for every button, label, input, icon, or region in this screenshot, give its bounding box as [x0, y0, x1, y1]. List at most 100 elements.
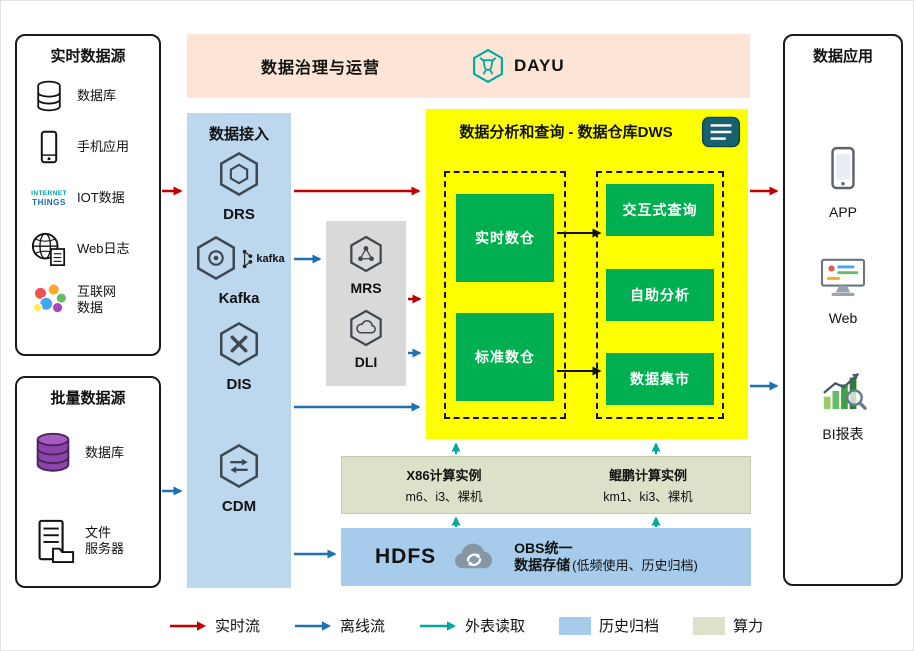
database-purple-icon [30, 430, 76, 476]
legend-offline-flow: 离线流 [294, 615, 385, 636]
hdfs-label: HDFS [375, 545, 437, 568]
realtime-sources-panel: 实时数据源 数据库 [15, 34, 161, 356]
service-label: CDM [221, 498, 257, 515]
blue-arrow-icon [295, 620, 332, 631]
interactive-query-box: 交互式查询 [606, 184, 714, 236]
legend-label: 实时流 [215, 618, 261, 635]
kafka-logo-text: kafka [256, 253, 285, 265]
service-label: DLI [354, 354, 378, 370]
kafka-logo-icon [243, 249, 253, 269]
source-label: 数据库 [85, 444, 125, 460]
x86-compute-group: X86计算实例 m6、i3、裸机 [342, 457, 546, 513]
dws-service-label: 自助分析 [630, 287, 690, 303]
iot-icon: INTERNET THINGS [30, 179, 68, 217]
legend: 实时流 离线流 外表读取 历史归档 算力 [169, 615, 763, 636]
service-group-frame [596, 171, 724, 419]
standard-warehouse-box: 标准数仓 [456, 313, 554, 401]
iot-icon-text: THINGS [32, 197, 66, 207]
dws-box: 数据分析和查询 - 数据仓库DWS 实时数仓 标准数仓 交互式查询 自助分析 数… [426, 109, 748, 439]
source-label: IOT数据 [77, 189, 125, 205]
service-cdm: CDM [187, 443, 291, 515]
phone-icon [30, 128, 68, 166]
source-label: 手机应用 [77, 138, 130, 154]
web-log-icon [30, 230, 68, 268]
service-dli: DLI [326, 309, 406, 370]
drs-icon [216, 151, 262, 202]
legend-label: 算力 [733, 618, 764, 635]
warehouse-group-frame [444, 171, 566, 419]
legend-realtime-flow: 实时流 [169, 615, 260, 636]
realtime-sources-list: 数据库 手机应用 INTERNET THINGS IOT数据 [17, 77, 159, 319]
mrs-icon [347, 235, 385, 278]
teal-arrow-icon [420, 620, 457, 631]
kunpeng-compute-group: 鲲鹏计算实例 km1、ki3、裸机 [546, 457, 750, 513]
dws-service-label: 数据集市 [630, 371, 690, 387]
file-server-icon [30, 518, 76, 564]
obs-note: (低频使用、历史归档) [572, 558, 698, 573]
batch-sources-list: 数据库 文件 服务器 [17, 430, 159, 564]
realtime-sources-title: 实时数据源 [50, 48, 126, 65]
source-database-batch: 数据库 [30, 430, 159, 476]
realtime-warehouse-box: 实时数仓 [456, 194, 554, 282]
source-database: 数据库 [30, 77, 159, 115]
dayu-wordmark: DAYU [514, 56, 565, 75]
dws-service-label: 交互式查询 [622, 202, 698, 218]
legend-compute-power: 算力 [693, 615, 763, 636]
compute-group-title: 鲲鹏计算实例 [608, 468, 687, 483]
obs-title-line1: OBS统一 [514, 540, 573, 557]
batch-sources-title: 批量数据源 [50, 390, 126, 407]
dayu-logo: DAYU [470, 48, 565, 84]
app-label: APP [828, 204, 857, 220]
data-mart-box: 数据集市 [606, 353, 714, 405]
dayu-hexagon-icon [473, 48, 503, 84]
middleware-box: MRS DLI [326, 221, 406, 386]
source-label: 文件 服务器 [85, 524, 125, 556]
iot-icon-text: INTERNET [31, 189, 67, 197]
app-item-app: APP [785, 146, 901, 220]
source-label: 数据库 [77, 87, 117, 103]
dws-document-icon [701, 116, 741, 153]
batch-sources-panel: 批量数据源 数据库 [15, 376, 161, 588]
service-mrs: MRS [326, 235, 406, 296]
source-iot: INTERNET THINGS IOT数据 [30, 179, 159, 217]
app-phone-icon [824, 146, 862, 197]
source-label: 互联网 数据 [77, 283, 117, 315]
legend-label: 历史归档 [599, 618, 660, 635]
source-internet-data: 互联网 数据 [30, 281, 159, 319]
service-label: DRS [223, 206, 255, 223]
app-item-bi: BI报表 [785, 368, 901, 444]
warehouse-label: 标准数仓 [475, 349, 535, 365]
legend-label: 离线流 [340, 618, 386, 635]
app-item-web: Web [785, 256, 901, 326]
storage-box: HDFS OBS统一 数据存储 (低频使用、历史归档) [341, 528, 751, 586]
obs-cloud-icon [450, 536, 500, 579]
service-drs: DRS [187, 151, 291, 223]
kafka-wordmark: kafka [241, 247, 285, 271]
kafka-icon [193, 235, 239, 286]
dws-title: 数据分析和查询 - 数据仓库DWS [459, 124, 673, 141]
app-label: BI报表 [822, 426, 864, 442]
dis-icon [216, 321, 262, 372]
governance-title: 数据治理与运营 [261, 60, 381, 77]
bi-report-icon [819, 368, 867, 417]
internet-data-icon [30, 281, 68, 319]
web-monitor-icon [819, 256, 867, 303]
database-icon [30, 77, 68, 115]
obs-title-line2: 数据存储 [514, 557, 571, 573]
archive-swatch [559, 616, 592, 635]
legend-external-read: 外表读取 [419, 615, 525, 636]
cdm-icon [216, 443, 262, 494]
red-arrow-icon [170, 620, 206, 631]
legend-history-archive: 历史归档 [559, 615, 659, 636]
self-service-analysis-box: 自助分析 [606, 269, 714, 321]
compute-instances-box: X86计算实例 m6、i3、裸机 鲲鹏计算实例 km1、ki3、裸机 [341, 456, 751, 514]
data-access-column: 数据接入 DRS [187, 113, 291, 588]
service-label: Kafka [218, 290, 260, 307]
service-label: MRS [350, 280, 382, 296]
source-label: Web日志 [77, 240, 130, 256]
source-web-log: Web日志 [30, 230, 159, 268]
compute-group-detail: m6、i3、裸机 [405, 490, 483, 504]
source-file-server: 文件 服务器 [30, 518, 159, 564]
app-label: Web [828, 310, 858, 326]
